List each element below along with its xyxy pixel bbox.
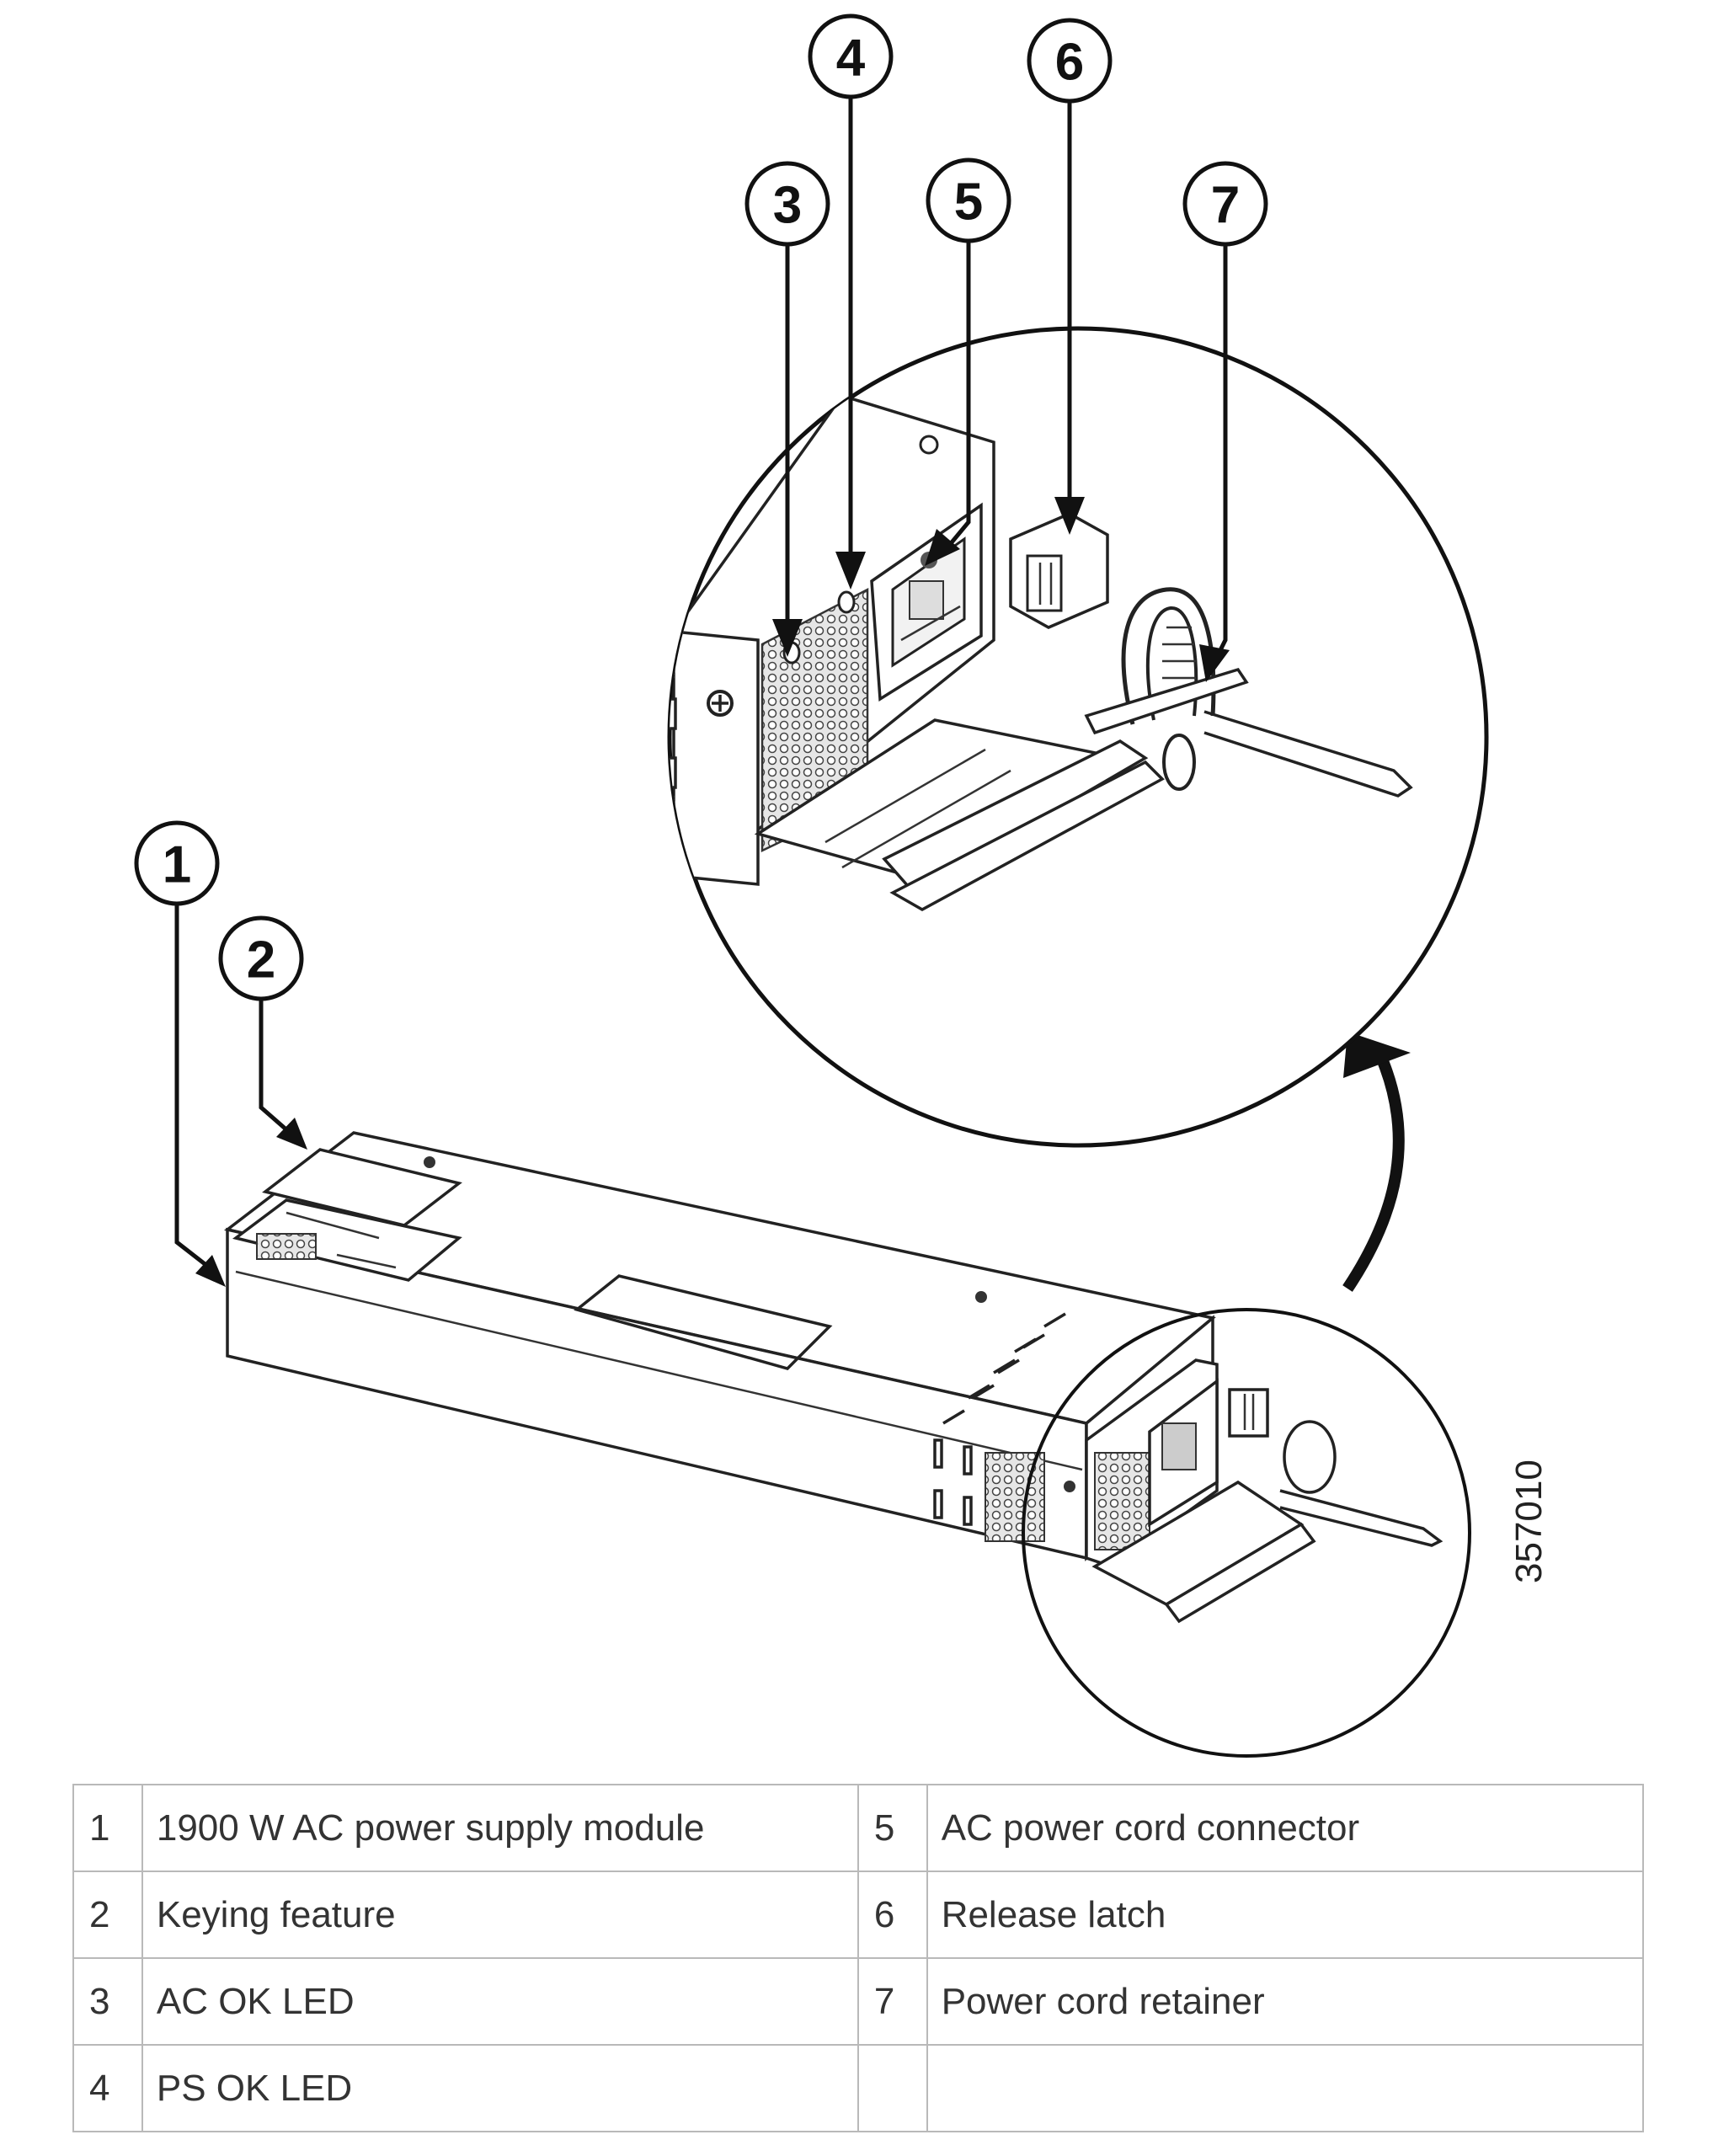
table-row: 3 AC OK LED 7 Power cord retainer xyxy=(72,1957,1645,2046)
callout-number: 3 xyxy=(773,177,802,235)
legend-number: 3 xyxy=(72,1957,143,2046)
power-supply-illustration: 1 2 3 4 5 6 7 357010 xyxy=(134,13,1550,1758)
callout-5: 5 xyxy=(926,157,1011,243)
legend-number xyxy=(856,2044,928,2132)
callout-2: 2 xyxy=(218,915,304,1001)
callout-number: 6 xyxy=(1055,34,1084,92)
table-row: 1 1900 W AC power supply module 5 AC pow… xyxy=(72,1784,1645,1872)
power-supply-module xyxy=(223,1131,1216,1561)
callout-4: 4 xyxy=(808,13,894,99)
legend-number: 1 xyxy=(72,1784,143,1872)
callout-number: 1 xyxy=(163,836,191,894)
release-latch xyxy=(1009,512,1109,629)
rear-detail-circle xyxy=(1022,1308,1471,1758)
legend-number: 7 xyxy=(856,1957,928,2046)
legend-label xyxy=(926,2044,1645,2132)
callout-number: 4 xyxy=(836,29,866,88)
vent-slots xyxy=(942,1312,1066,1425)
callout-7: 7 xyxy=(1182,161,1268,247)
legend-number: 2 xyxy=(72,1870,143,1959)
callout-1: 1 xyxy=(134,820,220,906)
callout-legend-table: 1 1900 W AC power supply module 5 AC pow… xyxy=(72,1784,1645,2132)
legend-number: 6 xyxy=(856,1870,928,1959)
legend-label: Power cord retainer xyxy=(926,1957,1645,2046)
power-cord-retainer xyxy=(1084,587,1413,798)
legend-label: Release latch xyxy=(926,1870,1645,1959)
legend-label: Keying feature xyxy=(141,1870,859,1959)
callout-number: 7 xyxy=(1211,177,1240,235)
legend-label: PS OK LED xyxy=(141,2044,859,2132)
legend-label: AC power cord connector xyxy=(926,1784,1645,1872)
legend-number: 4 xyxy=(72,2044,143,2132)
keying-feature xyxy=(232,1148,462,1282)
screw-icon xyxy=(975,1291,987,1303)
magnify-arrow-icon xyxy=(1342,1032,1411,1292)
figure-id: 357010 xyxy=(1508,1460,1550,1583)
legend-label: 1900 W AC power supply module xyxy=(141,1784,859,1872)
table-row: 2 Keying feature 6 Release latch xyxy=(72,1870,1645,1959)
callout-number: 5 xyxy=(954,173,983,232)
legend-label: AC OK LED xyxy=(141,1957,859,2046)
callout-3: 3 xyxy=(744,161,830,247)
magnified-detail-circle xyxy=(667,326,1489,1148)
legend-number: 5 xyxy=(856,1784,928,1872)
screw-icon xyxy=(424,1156,435,1168)
ps-ok-led xyxy=(837,590,856,614)
screw-icon xyxy=(1064,1481,1075,1492)
table-row: 4 PS OK LED xyxy=(72,2044,1645,2132)
callout-number: 2 xyxy=(247,931,275,990)
callout-6: 6 xyxy=(1027,18,1113,104)
